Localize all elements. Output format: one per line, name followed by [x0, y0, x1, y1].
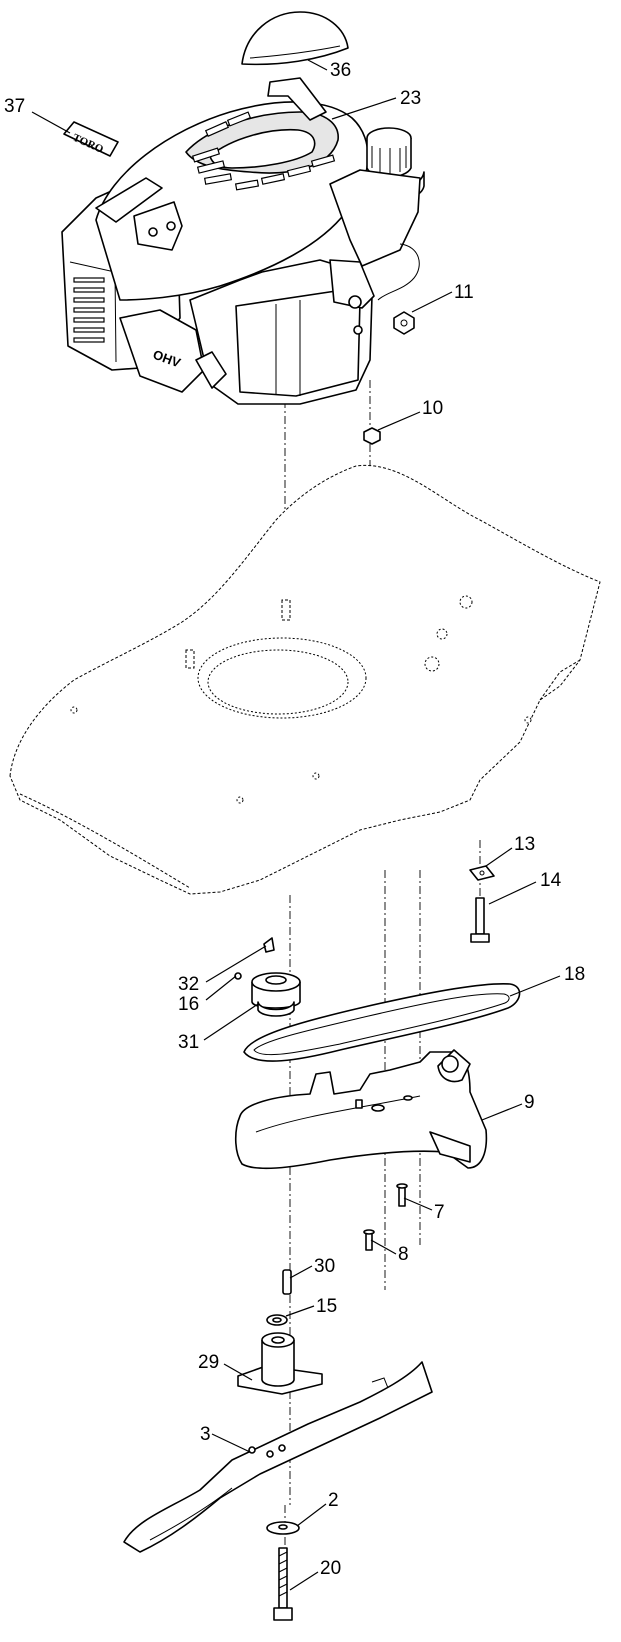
part-9-belt-cover [234, 1049, 488, 1170]
part-16-pin [234, 972, 242, 980]
callout-14: 14 [540, 870, 562, 891]
callout-7: 7 [434, 1202, 445, 1223]
part-20-bolt [273, 1547, 293, 1621]
part-7-screw [396, 1183, 408, 1207]
part-15-washer [266, 1314, 288, 1326]
mower-deck [9, 464, 601, 895]
part-32-key [263, 937, 275, 953]
cover-vent-fins [191, 111, 336, 191]
callout-37: 37 [4, 96, 25, 117]
part-30-key [282, 1269, 292, 1295]
callout-18: 18 [564, 964, 585, 985]
callout-9: 9 [524, 1092, 535, 1113]
callout-15: 15 [316, 1296, 337, 1317]
callout-13: 13 [514, 834, 535, 855]
part-11-nut [393, 311, 415, 335]
callout-16: 16 [178, 994, 199, 1015]
callout-32: 32 [178, 974, 199, 995]
part-14-bolt [470, 897, 490, 943]
part-10-nut [363, 427, 381, 445]
leader-lines [31, 59, 561, 1591]
callout-2: 2 [328, 1490, 339, 1511]
callout-3: 3 [200, 1424, 211, 1445]
part-2-washer [266, 1521, 300, 1535]
engine-assembly: OHV [61, 77, 425, 405]
callout-20: 20 [320, 1558, 341, 1579]
part-31-pulley [251, 972, 301, 1017]
callout-29: 29 [198, 1352, 219, 1373]
part-36-cover [241, 11, 349, 66]
part-29-blade-adapter [237, 1332, 323, 1395]
callout-30: 30 [314, 1256, 335, 1277]
callout-11: 11 [454, 282, 474, 303]
engine-vent-slots [73, 277, 105, 343]
callout-8: 8 [398, 1244, 409, 1265]
part-18-belt [243, 982, 521, 1062]
part-8-screw [363, 1229, 375, 1251]
callout-31: 31 [178, 1032, 199, 1053]
callout-23: 23 [400, 88, 421, 109]
callout-36: 36 [330, 60, 351, 81]
part-37-toro-decal: TORO [63, 121, 119, 157]
part-13-plate [469, 865, 495, 881]
part-3-blade [123, 1361, 433, 1553]
callout-10: 10 [422, 398, 443, 419]
callout-labels: 36 37 23 11 10 13 14 18 32 16 31 9 7 8 3… [4, 60, 585, 1579]
